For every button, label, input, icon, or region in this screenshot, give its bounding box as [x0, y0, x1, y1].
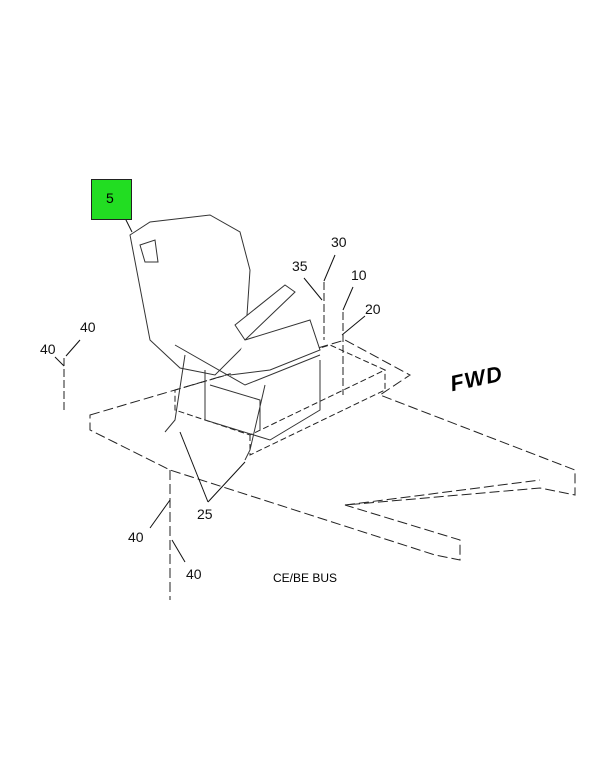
callout-10[interactable]: 10 — [351, 267, 367, 283]
callout-5-label: 5 — [106, 190, 114, 206]
seat-platform — [174, 344, 387, 456]
seat — [129, 214, 321, 461]
callout-40-upper-right[interactable]: 40 — [80, 319, 96, 335]
callout-20[interactable]: 20 — [365, 301, 381, 317]
leader-lines — [54, 207, 366, 563]
callout-40-lower-right[interactable]: 40 — [186, 566, 202, 582]
callout-40-upper-left[interactable]: 40 — [40, 341, 56, 357]
callout-25[interactable]: 25 — [197, 506, 213, 522]
callout-35[interactable]: 35 — [292, 258, 308, 274]
diagram-caption: CE/BE BUS — [273, 571, 338, 585]
callout-30[interactable]: 30 — [331, 234, 347, 250]
callout-40-lower-left[interactable]: 40 — [128, 529, 144, 545]
floor-frame — [89, 339, 576, 600]
callout-5-highlighted[interactable]: 5 — [91, 179, 132, 220]
dash-leaders — [63, 282, 344, 412]
